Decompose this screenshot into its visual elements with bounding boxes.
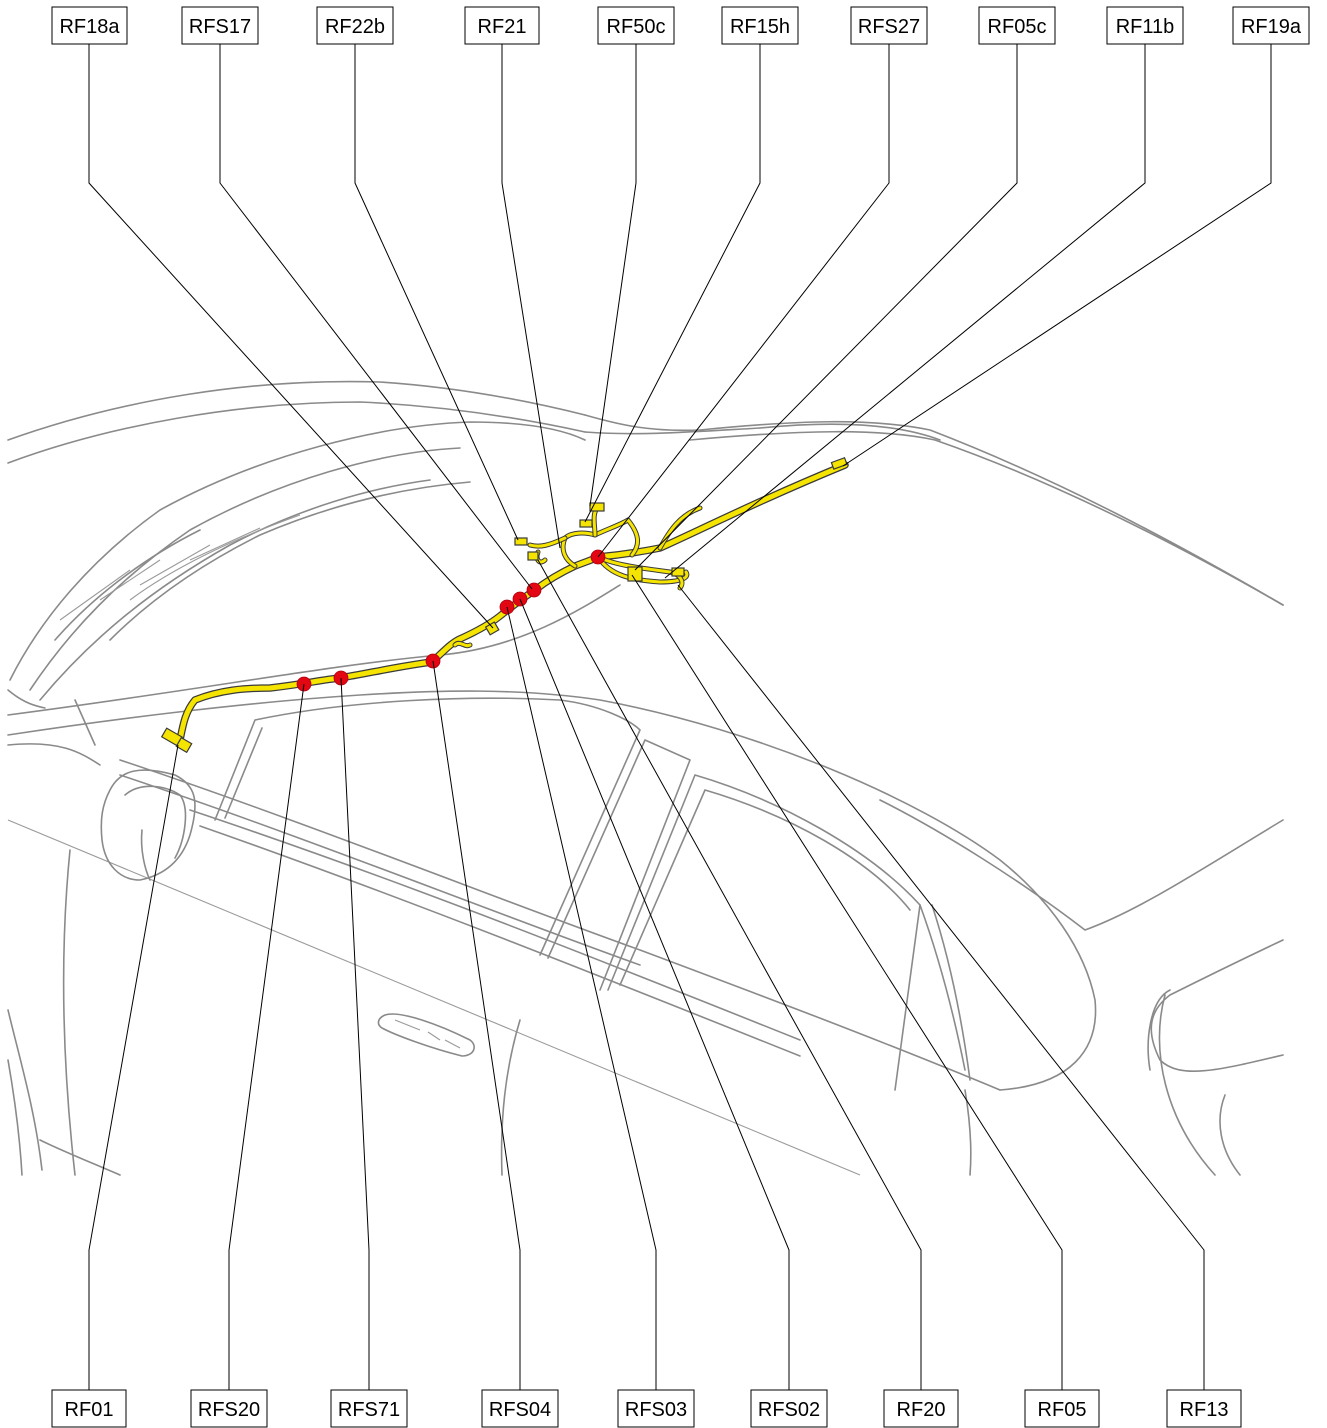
label-text: RFS20 (198, 1399, 260, 1421)
label-rfs20: RFS20 (190, 1389, 268, 1428)
leader-rfs02 (519, 598, 790, 1390)
label-rf13: RF13 (1166, 1389, 1242, 1428)
label-rf22b: RF22b (316, 6, 394, 45)
leader-rf11b (664, 44, 1146, 579)
label-rf05c: RF05c (978, 6, 1056, 45)
wiring-harness (160, 457, 849, 754)
label-text: RF01 (65, 1399, 114, 1421)
label-rf11b: RF11b (1106, 6, 1184, 45)
label-rf21: RF21 (464, 6, 540, 45)
label-rf15h: RF15h (721, 6, 799, 45)
top-labels: RF18a RFS17 RF22b RF21 RF50c RF15h RFS27 (51, 6, 1310, 45)
label-rfs27: RFS27 (850, 6, 928, 45)
label-text: RFS17 (189, 16, 251, 38)
label-rf18a: RF18a (51, 6, 128, 45)
label-rf05: RF05 (1024, 1389, 1100, 1428)
leader-rf15h (584, 44, 761, 523)
label-text: RF19a (1241, 16, 1302, 38)
label-text: RFS04 (489, 1399, 551, 1421)
leader-rf20 (537, 559, 922, 1390)
label-text: RF11b (1116, 16, 1175, 38)
leader-rf21 (501, 44, 561, 549)
label-rf50c: RF50c (597, 6, 675, 45)
label-text: RFS02 (758, 1399, 820, 1421)
leader-rfs27 (597, 44, 890, 558)
label-text: RFS27 (858, 16, 920, 38)
bottom-labels: RF01 RFS20 RFS71 RFS04 RFS03 RFS02 RF20 (51, 1389, 1242, 1428)
label-text: RFS03 (625, 1399, 687, 1421)
label-text: RF05 (1038, 1399, 1087, 1421)
label-text: RF20 (897, 1399, 946, 1421)
label-rfs04: RFS04 (481, 1389, 559, 1428)
label-rf19a: RF19a (1232, 6, 1310, 45)
leader-rfs04 (432, 660, 521, 1390)
label-text: RF13 (1180, 1399, 1229, 1421)
label-rfs17: RFS17 (181, 6, 259, 45)
leader-rf05c (634, 44, 1018, 571)
label-rfs71: RFS71 (330, 1389, 408, 1428)
label-rfs03: RFS03 (617, 1389, 695, 1428)
leader-rf18a (88, 44, 494, 629)
leader-rf13 (677, 584, 1205, 1390)
vehicle-outline (7, 380, 1284, 1176)
label-rfs02: RFS02 (750, 1389, 828, 1428)
leader-rfs20 (228, 683, 305, 1390)
leader-rf05 (631, 574, 1063, 1390)
label-text: RF22b (325, 16, 385, 38)
leader-lines (88, 44, 1272, 1390)
label-rf20: RF20 (883, 1389, 959, 1428)
leader-rf50c (589, 44, 637, 507)
leader-rf22b (354, 44, 519, 541)
label-text: RF18a (59, 16, 120, 38)
leader-rf01 (88, 744, 179, 1390)
label-text: RFS71 (338, 1399, 400, 1421)
label-text: RF05c (988, 16, 1047, 38)
label-text: RF50c (607, 16, 666, 38)
label-rf01: RF01 (51, 1389, 127, 1428)
label-text: RF21 (478, 16, 527, 38)
label-text: RF15h (730, 16, 790, 38)
leader-rf19a (842, 44, 1272, 467)
leader-rfs03 (506, 606, 657, 1390)
leader-rfs71 (340, 677, 370, 1390)
leader-rfs17 (219, 44, 533, 590)
